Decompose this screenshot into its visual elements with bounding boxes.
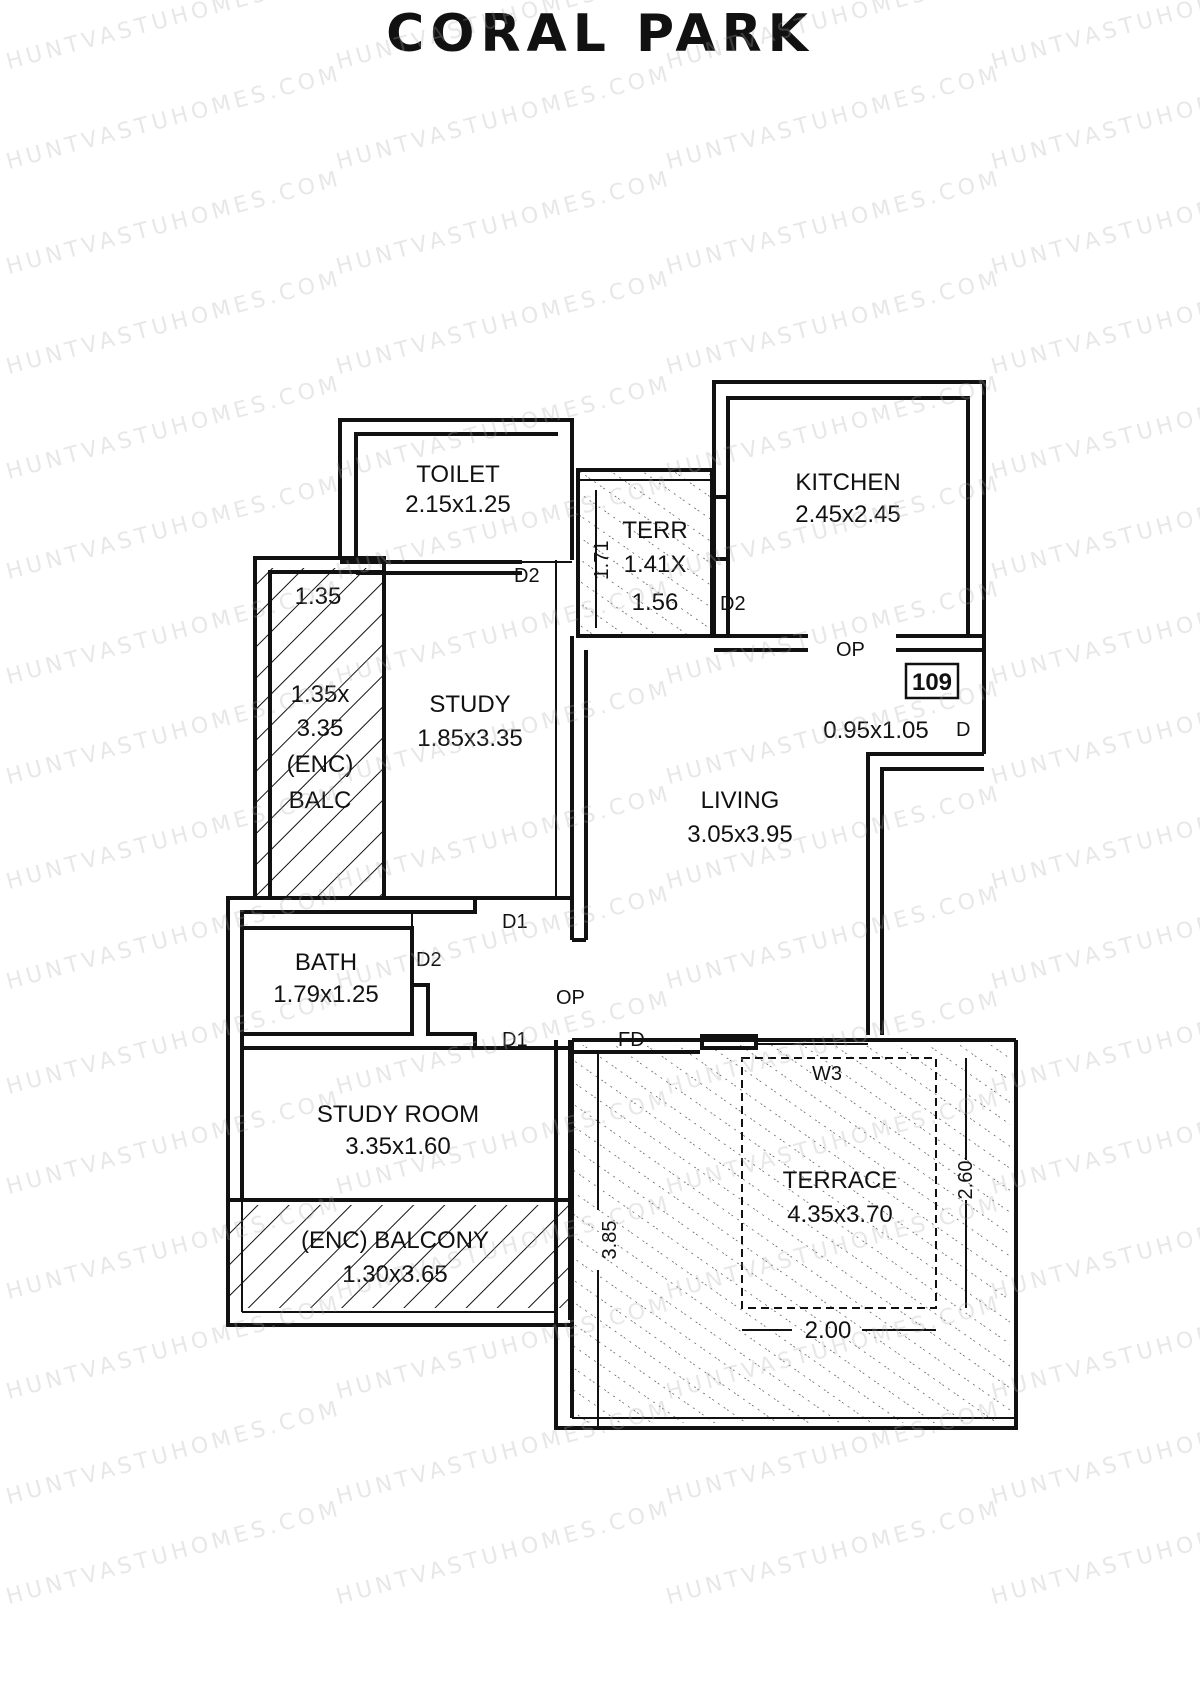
study-room-size: 3.35x1.60 <box>345 1133 450 1160</box>
living-size: 3.05x3.95 <box>687 821 792 848</box>
kitchen-walls <box>712 380 986 652</box>
kitchen-size: 2.45x2.45 <box>795 501 900 528</box>
enc-balc-line2: 3.35 <box>297 715 344 742</box>
utility-size: 0.95x1.05 <box>823 717 928 744</box>
enc-balcony-size: 1.30x3.65 <box>342 1261 447 1288</box>
window-label: W3 <box>812 1063 842 1085</box>
living-right-walls <box>866 650 986 1035</box>
terrace-walls <box>554 1034 1018 1430</box>
unit-number-box <box>904 662 960 700</box>
unit-number: 109 <box>912 669 952 696</box>
page-title: CORAL PARK <box>386 4 814 64</box>
studyroom-door-label: D1 <box>502 1029 528 1051</box>
study-size: 1.85x3.35 <box>417 725 522 752</box>
utility-door-label: D <box>956 719 970 741</box>
toilet-name: TOILET <box>416 461 500 488</box>
terr-dots <box>578 470 712 635</box>
toilet-walls <box>338 418 574 575</box>
passage-opening-label: OP <box>556 987 585 1009</box>
terr-side-dim: 1.71 <box>591 541 613 580</box>
study-room-name: STUDY ROOM <box>317 1101 479 1128</box>
kitchen-opening-label: OP <box>836 639 865 661</box>
enc-balcony-name: (ENC) BALCONY <box>301 1227 489 1254</box>
terr-size-a: 1.41X <box>624 551 687 578</box>
enc-balcony-hatch <box>228 1205 570 1308</box>
terrace-bottom-dim: 2.00 <box>805 1317 852 1344</box>
bath-door-label: D2 <box>416 949 442 971</box>
terrace-left-dim: 3.85 <box>599 1221 621 1260</box>
toilet-size: 2.15x1.25 <box>405 491 510 518</box>
enc-balc-line1: 1.35x <box>291 681 350 708</box>
study-door-label: D1 <box>502 911 528 933</box>
study-walls <box>253 556 588 942</box>
terrace-size: 4.35x3.70 <box>787 1201 892 1228</box>
enc-balc-top-dim: 1.35 <box>295 583 342 610</box>
terr-name: TERR <box>622 517 687 544</box>
terr-size-b: 1.56 <box>632 589 679 616</box>
bath-name: BATH <box>295 949 357 976</box>
terrace-right-dim: 2.60 <box>955 1161 977 1200</box>
terrace-name: TERRACE <box>783 1167 898 1194</box>
enc-balc-line4: BALC <box>289 787 352 814</box>
terrace-dots <box>572 1045 1010 1423</box>
bath-size: 1.79x1.25 <box>273 981 378 1008</box>
enc-balc-line3: (ENC) <box>287 751 354 778</box>
terr-door-label: D2 <box>720 593 746 615</box>
study-name: STUDY <box>429 691 510 718</box>
enc-balc-top-hatch <box>255 568 383 896</box>
toilet-door-label: D2 <box>514 565 540 587</box>
living-name: LIVING <box>701 787 780 814</box>
kitchen-name: KITCHEN <box>795 469 900 496</box>
french-door-label: FD <box>618 1029 645 1051</box>
